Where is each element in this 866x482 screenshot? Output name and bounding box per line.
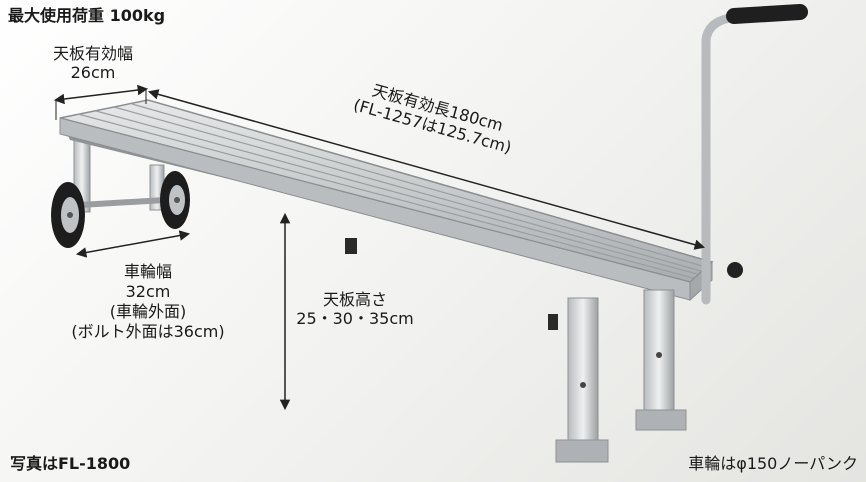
wheel-left: [51, 182, 85, 248]
top-width-label: 天板有効幅 26cm: [38, 44, 148, 82]
wheel-note: 車輪はφ150ノーパンク: [688, 454, 858, 473]
wheel-width-title: 車輪幅: [123, 262, 172, 281]
top-height-label: 天板高さ 25・30・35cm: [290, 290, 420, 328]
wheel-width-label: 車輪幅 32cm (車輪外面) (ボルト外面は36cm): [48, 262, 248, 342]
top-length-arrow: [147, 89, 706, 250]
top-width-value: 26cm: [70, 63, 116, 83]
top-height-value: 25・30・35cm: [296, 309, 414, 329]
wheel-width-arrow: [75, 230, 191, 258]
front-leg-assembly: [555, 289, 687, 463]
wheel-right: [160, 171, 190, 229]
wheel-width-sub1: (車輪外面): [109, 302, 187, 321]
top-height-title: 天板高さ: [322, 290, 387, 309]
top-width-title: 天板有効幅: [52, 44, 133, 63]
wheel-width-value: 32cm: [125, 282, 171, 301]
wheel-width-sub2: (ボルト外面は36cm): [71, 322, 225, 341]
handle: [701, 4, 808, 305]
top-width-arrow: [53, 84, 149, 105]
max-load-label: 最大使用荷重 100kg: [8, 6, 166, 25]
photo-note: 写真はFL-1800: [10, 454, 131, 473]
